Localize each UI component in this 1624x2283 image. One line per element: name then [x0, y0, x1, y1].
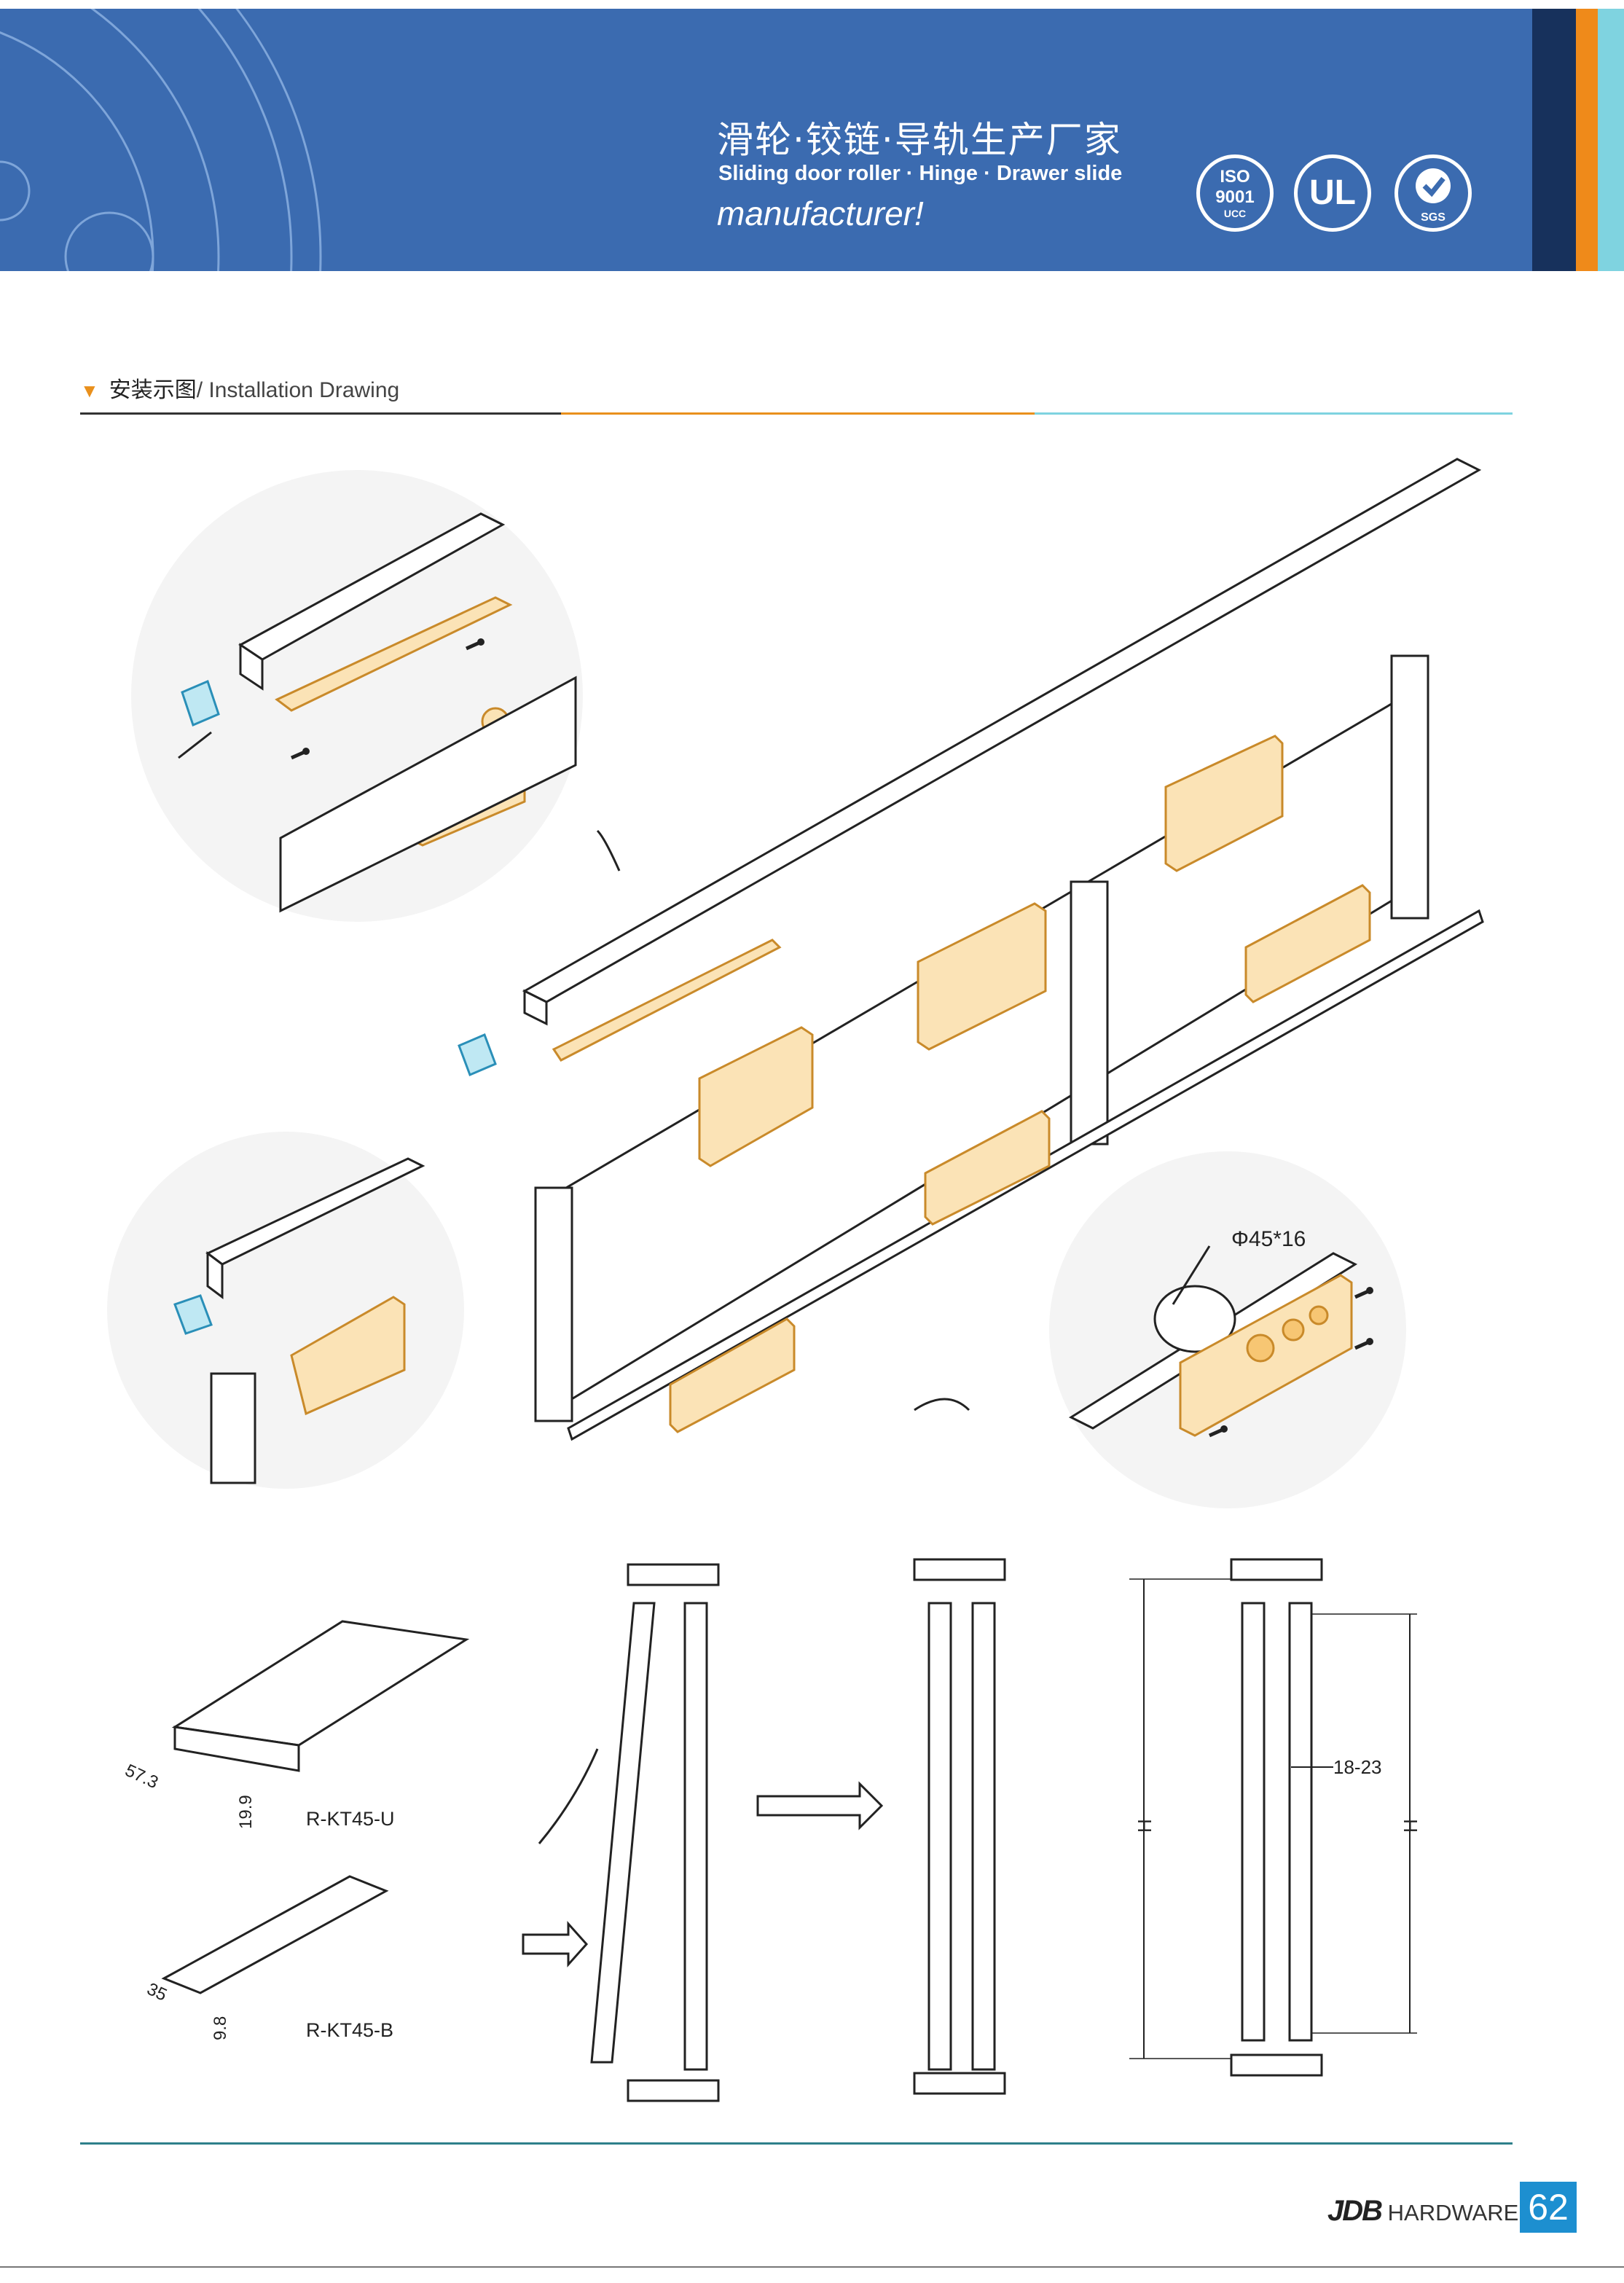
page-number: 62: [1520, 2182, 1577, 2233]
gap-dimension: 18-23: [1333, 1756, 1382, 1778]
section-title-en: / Installation Drawing: [196, 378, 400, 402]
sgs-badge: SGS: [1394, 154, 1472, 232]
detail-circle-top: [131, 470, 583, 922]
section-rule-cyan: [1035, 412, 1513, 415]
profile-bottom-width: 35: [144, 1979, 170, 2005]
header-title-cn: 滑轮·铰链·导轨生产厂家: [717, 119, 1122, 161]
side-stripes: [1532, 9, 1624, 271]
hole-callout: Φ45*16: [1231, 1227, 1306, 1251]
installation-drawing: Φ45*16 R-KT45-U 57.3 19.9 R-KT45-B 35 9.…: [107, 458, 1484, 2102]
height-label-left: H: [1134, 1819, 1156, 1833]
iso-9001-badge: ISO 9001 UCC: [1196, 154, 1274, 232]
profile-bottom-code: R-KT45-B: [306, 2019, 393, 2041]
section-title-cn: 安装示图: [109, 378, 197, 402]
header-banner: 滑轮·铰链·导轨生产厂家 Sliding door roller · Hinge…: [0, 9, 1624, 271]
page-bottom-border: [0, 2266, 1624, 2268]
profile-bottom-height: 9.8: [211, 2016, 230, 2040]
section-view-3: [1129, 1558, 1417, 2077]
checkmark-icon: [1416, 168, 1451, 203]
height-label-right: H: [1400, 1819, 1421, 1833]
profile-bottom-drawing: [161, 1875, 389, 1994]
section-view-1: [522, 1563, 720, 2102]
profile-top-code: R-KT45-U: [306, 1808, 395, 1830]
triangle-icon: ▼: [80, 380, 99, 402]
header-title-en: Sliding door roller · Hinge · Drawer sli…: [718, 162, 1123, 185]
detail-circle-left: [107, 1132, 464, 1489]
section-heading: ▼ 安装示图/ Installation Drawing: [80, 372, 399, 404]
header-title-en-2: manufacturer!: [717, 195, 924, 232]
main-assembly: [458, 458, 1484, 1441]
section-rule-dark: [80, 412, 561, 415]
profile-top-width: 57.3: [122, 1761, 161, 1793]
footer-rule: [80, 2142, 1513, 2145]
detail-circle-right: [1049, 1151, 1406, 1508]
decorative-circles: [0, 9, 322, 271]
brand-text: HARDWARE: [1387, 2200, 1519, 2225]
brand-logo: JDB HARDWARE: [1327, 2195, 1518, 2228]
profile-top-drawing: [171, 1620, 470, 1772]
ul-badge: UL: [1294, 154, 1371, 232]
section-rule-orange: [561, 412, 1035, 415]
profile-top-height: 19.9: [236, 1795, 256, 1829]
brand-mark: JDB: [1327, 2195, 1383, 2227]
section-view-2: [756, 1558, 1006, 2095]
